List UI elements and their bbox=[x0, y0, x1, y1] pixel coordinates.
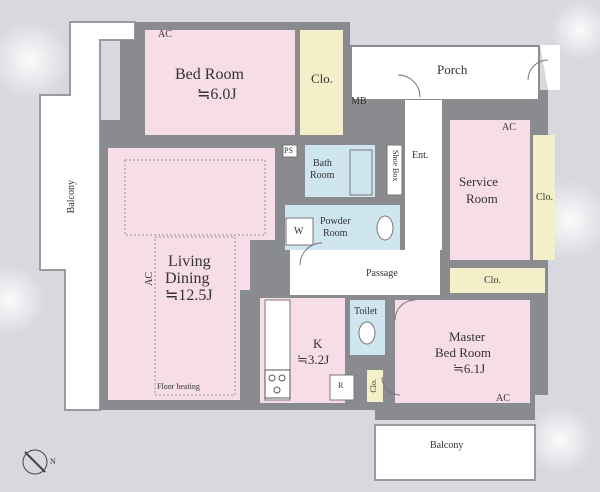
washer-label: W bbox=[294, 226, 304, 237]
balcony-bottom bbox=[374, 424, 536, 481]
service-closet-label: Clo. bbox=[536, 192, 553, 203]
powder-name1: Powder bbox=[320, 216, 351, 227]
toilet-label: Toilet bbox=[354, 306, 378, 317]
porch-area bbox=[352, 47, 538, 99]
floor-heating-label: Floor heating bbox=[157, 382, 200, 391]
service-name1: Service bbox=[459, 174, 498, 189]
kitchen-size: ≒3.2J bbox=[297, 352, 330, 367]
balcony-bottom-label: Balcony bbox=[430, 440, 464, 451]
master-bedroom bbox=[395, 300, 530, 403]
compass bbox=[22, 449, 48, 475]
master-ac-label: AC bbox=[496, 393, 510, 404]
passage-label: Passage bbox=[366, 268, 398, 279]
service-ac-label: AC bbox=[502, 122, 516, 133]
mb-label: MB bbox=[351, 96, 367, 107]
bath-name2: Room bbox=[310, 170, 335, 181]
kitchen-name: K bbox=[313, 336, 323, 351]
service-closet bbox=[533, 135, 555, 260]
bedroom-closet-label: Clo. bbox=[311, 71, 334, 86]
toilet-closet-label: Clo. bbox=[369, 379, 378, 393]
entrance-label: Ent. bbox=[412, 150, 429, 161]
living-size: ≒12.5J bbox=[165, 287, 213, 304]
bedroom-closet bbox=[300, 30, 343, 135]
ps-label: PS bbox=[284, 146, 293, 155]
fridge-label: R bbox=[338, 381, 344, 390]
master-closet-label: Clo. bbox=[484, 275, 501, 286]
bedroom-name: Bed Room bbox=[175, 66, 244, 83]
bedroom-ac-label: AC bbox=[158, 29, 172, 40]
shoe-box-label: Shoe Box bbox=[390, 150, 400, 182]
living-name2: Dining bbox=[165, 270, 210, 287]
living-ac-label: AC bbox=[144, 272, 155, 286]
passage bbox=[340, 250, 440, 295]
porch-label: Porch bbox=[437, 62, 468, 77]
service-name2: Room bbox=[466, 191, 498, 206]
master-name2: Bed Room bbox=[435, 345, 491, 360]
powder-name2: Room bbox=[323, 228, 348, 239]
bedroom bbox=[145, 30, 295, 135]
north-label: N bbox=[50, 457, 56, 466]
bath-name1: Bath bbox=[313, 158, 332, 169]
living-name1: Living bbox=[168, 253, 211, 270]
living-dining bbox=[108, 148, 275, 400]
bath-room bbox=[305, 145, 375, 197]
master-size: ≒6.1J bbox=[453, 361, 486, 376]
balcony-left-label: Balcony bbox=[66, 180, 77, 214]
bedroom-size: ≒6.0J bbox=[197, 86, 237, 103]
service-room bbox=[450, 120, 530, 260]
master-closet-top bbox=[450, 268, 545, 293]
master-name1: Master bbox=[449, 329, 486, 344]
